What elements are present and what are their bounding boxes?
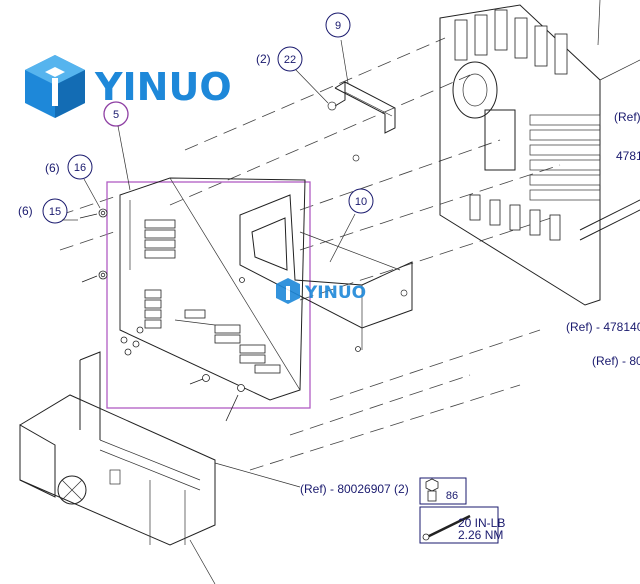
cube-logo-icon xyxy=(25,55,85,118)
right-mechanism-assembly xyxy=(439,0,640,306)
callout-16-number: 16 xyxy=(74,162,86,174)
socket-bolt-icon xyxy=(425,478,439,502)
ref-label-4: (Ref) - 80 xyxy=(592,354,640,368)
ref-label-5: (Ref) - 80026907 (2) xyxy=(300,482,409,496)
callout-16-qty: (6) xyxy=(45,161,60,175)
callout-10-number: 10 xyxy=(355,196,367,208)
callout-15-qty: (6) xyxy=(18,204,33,218)
callout-22-qty: (2) xyxy=(256,52,271,66)
callout-16: (6) 16 xyxy=(45,154,101,209)
callout-5: 5 xyxy=(103,101,131,191)
torque-wrench-icon xyxy=(422,514,471,541)
circuit-board-part-5 xyxy=(119,177,306,401)
fasteners xyxy=(79,208,361,422)
ref-label-2: 4781 xyxy=(616,149,640,163)
watermark-text: YINUO xyxy=(304,283,366,303)
callout-15: (6) 15 xyxy=(18,198,78,224)
callout-22-number: 22 xyxy=(284,54,296,66)
callout-5-number: 5 xyxy=(113,109,119,121)
ref-label-3: (Ref) - 478140 xyxy=(566,320,640,334)
reference-labels: (Ref) 4781 (Ref) - 478140 (Ref) - 80 (Re… xyxy=(300,110,640,496)
socket-size: 86 xyxy=(446,490,458,502)
tool-spec-box: 86 20 IN-LB 2.26 NM xyxy=(419,477,505,544)
highlight-box xyxy=(106,181,311,409)
torque-nm: 2.26 NM xyxy=(458,528,503,542)
dispenser-base-unit xyxy=(19,351,301,584)
watermark-logo: YINUO xyxy=(276,278,366,304)
torque-in-lb: 20 IN-LB xyxy=(458,516,505,530)
cube-watermark-icon xyxy=(276,278,300,304)
frame-part-10 xyxy=(239,194,413,350)
callout-22: (2) 22 xyxy=(256,46,329,104)
bracket-part-9 xyxy=(327,39,396,162)
yinuo-logo: YINUO xyxy=(25,55,232,118)
callout-10: 10 xyxy=(348,188,374,214)
ref-label-1: (Ref) xyxy=(614,110,640,124)
callout-9-number: 9 xyxy=(335,20,341,32)
callout-9: 9 xyxy=(325,12,351,38)
alignment-lines xyxy=(59,37,561,471)
callout-15-number: 15 xyxy=(49,206,61,218)
